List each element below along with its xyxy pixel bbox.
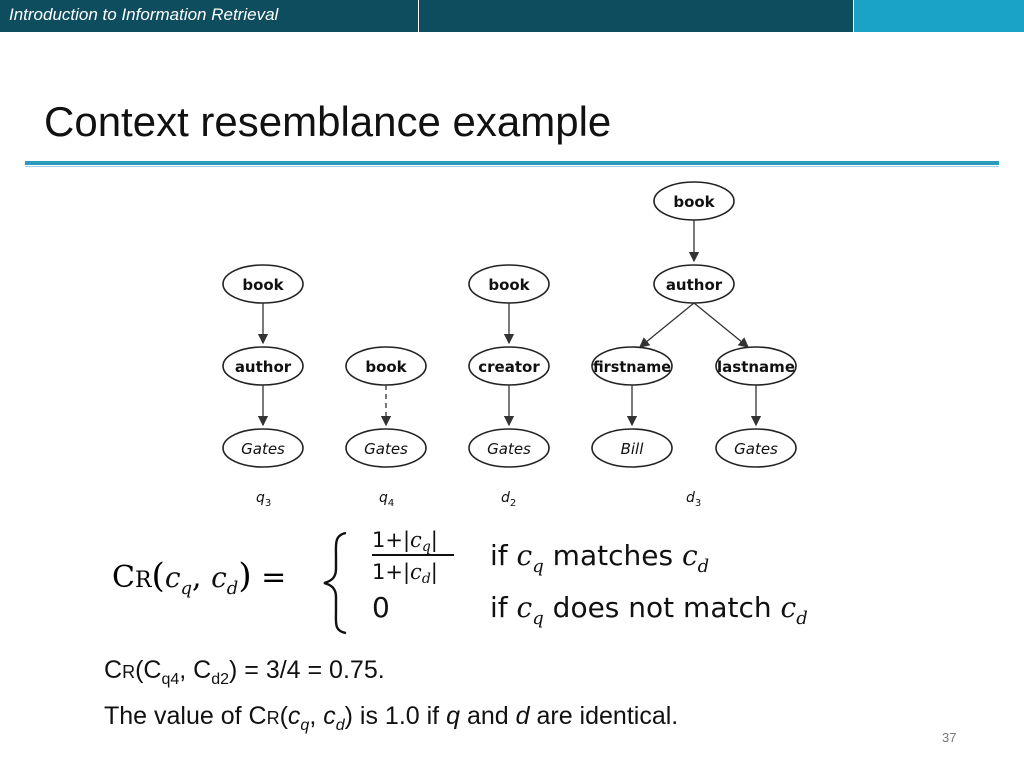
node-label: author: [235, 358, 292, 376]
body-line-2-and: and: [466, 702, 509, 730]
node-label: book: [673, 193, 715, 211]
tree-q3: book author Gates q3: [222, 264, 304, 509]
body-line-1-value: ) = 3/4 = 0.75.: [229, 656, 385, 684]
tree-q4: book Gates q4: [345, 346, 427, 509]
formula-brace: [323, 531, 347, 635]
tree-label-q4: q4: [379, 490, 394, 509]
tree-node: [345, 428, 427, 468]
header-segment-left: [0, 0, 418, 32]
body-line-2-middle: ) is 1.0 if: [344, 702, 440, 730]
header-bar: Introduction to Information Retrieval: [0, 0, 1024, 32]
tree-d3: book author firstname lastname Bill Gate…: [591, 181, 797, 509]
title-divider: [25, 161, 999, 165]
node-label: Bill: [621, 440, 645, 458]
node-label: Gates: [241, 440, 285, 458]
node-label: author: [666, 276, 723, 294]
slide-body: CR(Cq4, Cd2) = 3/4 = 0.75. The value of …: [104, 652, 678, 744]
tree-node: [715, 428, 797, 468]
body-line-2-suffix: are identical.: [536, 702, 679, 730]
tree-node: [591, 428, 673, 468]
body-line-2-prefix: The value of C: [104, 702, 267, 730]
page-number: 37: [942, 730, 957, 745]
node-label: book: [242, 276, 284, 294]
tree-label-d3: d3: [686, 490, 701, 509]
formula-case2-value: 0: [372, 591, 390, 624]
tree-node: [468, 428, 550, 468]
slide-title: Context resemblance example: [44, 98, 612, 145]
svg-text:1+|cq|: 1+|cq|: [372, 528, 438, 555]
formula-lhs: CR(cq, cd) =: [112, 556, 286, 599]
header-segment-right: [854, 0, 1024, 32]
node-label: book: [365, 358, 407, 376]
node-label: Gates: [487, 440, 531, 458]
course-title: Introduction to Information Retrieval: [9, 5, 279, 24]
node-label: book: [488, 276, 530, 294]
node-label: Gates: [364, 440, 408, 458]
tree-d2: book creator Gates d2: [468, 264, 550, 509]
cr-formula: CR(cq, cd) = 1+|cq| 1+|cd| if cq matches…: [112, 528, 808, 635]
tree-edge: [638, 302, 695, 348]
body-line-2: The value of CR(cq, cd) is 1.0 if q and …: [104, 702, 679, 734]
svg-text:1+|cd|: 1+|cd|: [372, 560, 438, 587]
title-divider-shadow: [25, 166, 999, 167]
node-label: firstname: [593, 358, 671, 376]
formula-case1-value: 1+|cq| 1+|cd|: [372, 528, 454, 587]
node-label: Gates: [734, 440, 778, 458]
tree-label-q3: q3: [256, 490, 271, 509]
formula-case1-condition: if cq matches cd: [490, 539, 709, 577]
tree-node: [222, 428, 304, 468]
tree-diagram: book author Gates q3 book Gates q4 book …: [222, 181, 797, 509]
formula-case2-condition: if cq does not match cd: [490, 591, 808, 629]
header-segment-middle: [419, 0, 853, 32]
node-label: lastname: [717, 358, 795, 376]
node-label: creator: [478, 358, 540, 376]
tree-edge: [693, 302, 750, 348]
tree-label-d2: d2: [501, 490, 516, 509]
body-line-1: CR(Cq4, Cd2) = 3/4 = 0.75.: [104, 656, 385, 688]
